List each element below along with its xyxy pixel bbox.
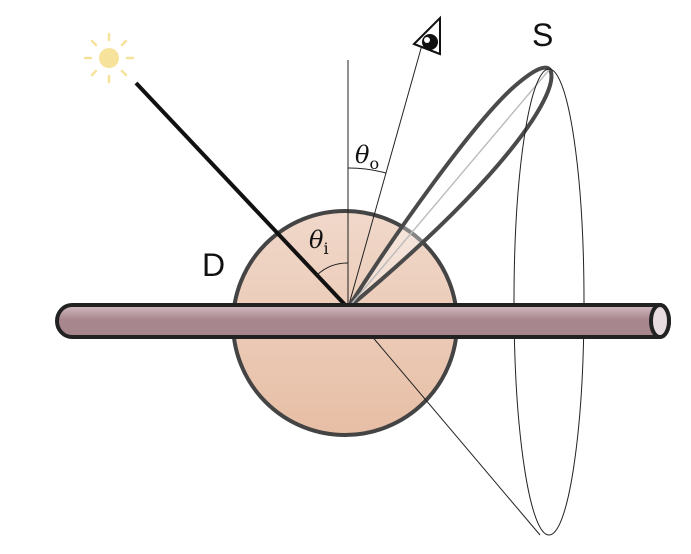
theta-i-label: θi <box>309 226 329 258</box>
specular-label: S <box>532 17 553 53</box>
theta-i-arc <box>316 262 349 276</box>
fiber-cylinder <box>55 303 671 339</box>
view-direction-line <box>347 44 423 309</box>
specular-lobe <box>346 65 554 310</box>
theta-o-arc <box>347 167 387 174</box>
diffuse-label: D <box>202 247 225 283</box>
incident-ray <box>134 81 350 310</box>
eye-icon <box>412 15 441 56</box>
cone-lower-line <box>347 307 541 536</box>
sun-icon <box>83 32 135 84</box>
theta-o-label: θo <box>355 141 379 173</box>
specular-cone-ellipse <box>513 68 585 536</box>
